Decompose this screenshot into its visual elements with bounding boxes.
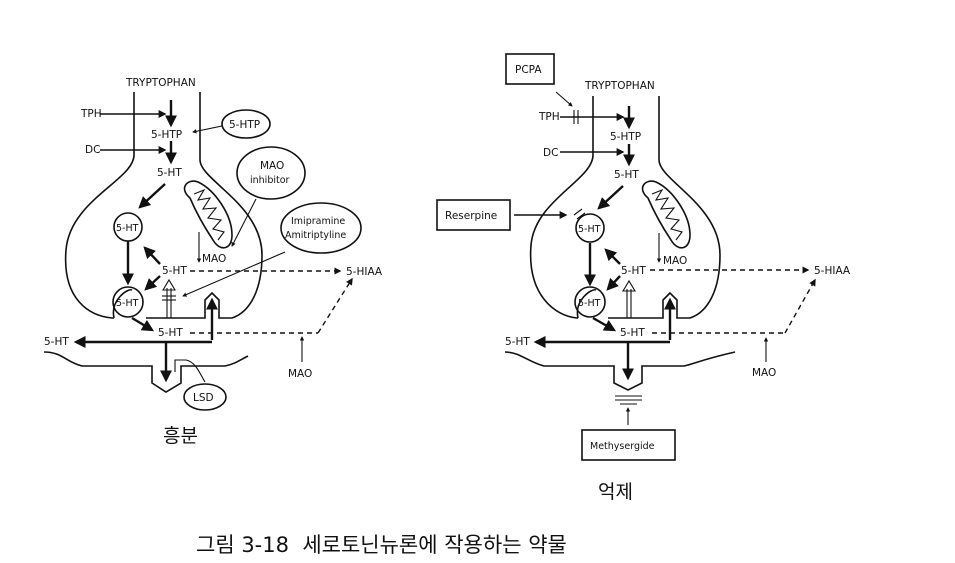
left-mao-inhibitor-line1: MAO xyxy=(260,160,284,172)
right-reserpine-label: Reserpine xyxy=(445,210,497,222)
left-5ht-synth-label: 5-HT xyxy=(157,167,182,179)
right-cleft-5ht-label: 5-HT xyxy=(620,327,645,339)
left-tph-label: TPH xyxy=(80,108,102,120)
left-cytosol-5ht-label: 5-HT xyxy=(162,265,187,277)
left-receptor-5ht-label: 5-HT xyxy=(44,336,69,348)
left-vesicle-bottom xyxy=(112,286,144,318)
right-cytosol-5ht-label: 5-HT xyxy=(621,265,646,277)
left-5htp-label: 5-HTP xyxy=(151,129,182,141)
right-vesicle-block-icon xyxy=(573,208,586,220)
right-vesicle-top-label: 5-HT xyxy=(578,224,601,235)
right-tryptophan-label: TRYPTOPHAN xyxy=(584,80,655,92)
right-reuptake-to-vesicle-arrow xyxy=(604,248,621,265)
left-panel-excitation: TRYPTOPHAN TPH 5-HTP 5-HTP DC 5-HT MAO i… xyxy=(43,77,383,447)
right-neuron-membrane xyxy=(529,96,721,319)
left-reuptake-to-vesicle-arrow xyxy=(143,246,161,265)
left-panel-title: 흥분 xyxy=(163,425,198,447)
left-lsd-pointer xyxy=(174,359,206,383)
left-5htp-drug-ellipse xyxy=(221,109,271,139)
left-tca-ellipse xyxy=(280,202,362,254)
left-dc-label: DC xyxy=(85,144,100,156)
right-cleft-to-hiaa-dashed-arrow xyxy=(784,278,816,334)
left-cleft-to-hiaa-dashed-arrow xyxy=(317,277,353,334)
right-reuptake-transporter-icon xyxy=(622,279,636,318)
right-panel-title: 억제 xyxy=(598,481,633,503)
right-panel-inhibition: PCPA TRYPTOPHAN TPH 5-HTP DC 5-HT Reserp… xyxy=(436,53,851,503)
left-release-arrow xyxy=(131,316,155,332)
left-5htp-drug-arrow xyxy=(192,125,223,134)
left-tca-line1: Imipramine xyxy=(291,216,345,227)
left-mao-inhibitor-line2: inhibitor xyxy=(250,175,290,186)
right-vesicle-bulge xyxy=(576,289,597,319)
left-5hiaa-label: 5-HIAA xyxy=(346,266,383,278)
right-postsynaptic-membrane xyxy=(504,351,736,391)
right-vesicle-top xyxy=(575,213,605,243)
right-tph-block-icon xyxy=(573,110,579,124)
right-5ht-synth-label: 5-HT xyxy=(614,169,639,181)
figure-caption: 그림 3-18 세로토닌뉴론에 작용하는 약물 xyxy=(196,533,567,557)
right-release-arrow xyxy=(592,316,617,332)
left-ht-to-vesicle-arrow xyxy=(138,183,166,209)
right-tph-label: TPH xyxy=(538,111,560,123)
left-vesicle-bulge xyxy=(112,289,133,319)
left-postsynaptic-membrane xyxy=(43,351,249,393)
right-pcpa-label: PCPA xyxy=(515,64,542,76)
right-mao-inner-label: MAO xyxy=(663,255,687,267)
right-methysergide-label: Methysergide xyxy=(590,441,655,452)
right-pcpa-box xyxy=(505,53,555,85)
left-lsd-label: LSD xyxy=(193,392,214,404)
left-neuron-membrane xyxy=(64,92,263,319)
right-vesicle-bottom xyxy=(574,286,606,318)
left-mao-inhibitor-ellipse xyxy=(236,146,306,200)
left-tca-arrow xyxy=(182,251,286,297)
left-cleft-5ht-label: 5-HT xyxy=(158,327,183,339)
right-pcpa-arrow xyxy=(555,91,573,107)
right-ht-to-vesicle-arrow xyxy=(597,185,624,210)
right-methysergide-box xyxy=(581,429,676,461)
left-vesicle-bottom-label: 5-HT xyxy=(116,298,139,309)
right-mao-outer-label: MAO xyxy=(752,367,776,379)
right-cytosol-to-vesicle-arrow xyxy=(606,275,621,291)
left-reuptake-transporter-icon xyxy=(162,278,176,318)
left-mao-inner-label: MAO xyxy=(202,253,226,265)
right-dc-label: DC xyxy=(543,147,558,159)
right-reserpine-box xyxy=(436,199,511,231)
left-lsd-ellipse xyxy=(183,383,227,411)
right-receptor-5ht-label: 5-HT xyxy=(505,336,530,348)
left-tca-line2: Amitriptyline xyxy=(285,230,346,241)
left-mao-inhibitor-arrow xyxy=(231,198,257,247)
right-receptor-block-icon xyxy=(615,395,642,405)
left-5htp-drug-label: 5-HTP xyxy=(229,119,260,131)
right-mitochondrion-icon xyxy=(641,180,691,249)
right-5hiaa-label: 5-HIAA xyxy=(814,265,851,277)
left-vesicle-top-label: 5-HT xyxy=(116,223,139,234)
left-tryptophan-label: TRYPTOPHAN xyxy=(125,77,196,89)
left-mitochondrion-icon xyxy=(183,180,233,249)
left-mao-outer-label: MAO xyxy=(288,368,312,380)
right-vesicle-bottom-label: 5-HT xyxy=(578,298,601,309)
left-cytosol-to-vesicle-arrow xyxy=(144,275,161,291)
right-5htp-label: 5-HTP xyxy=(610,131,641,143)
